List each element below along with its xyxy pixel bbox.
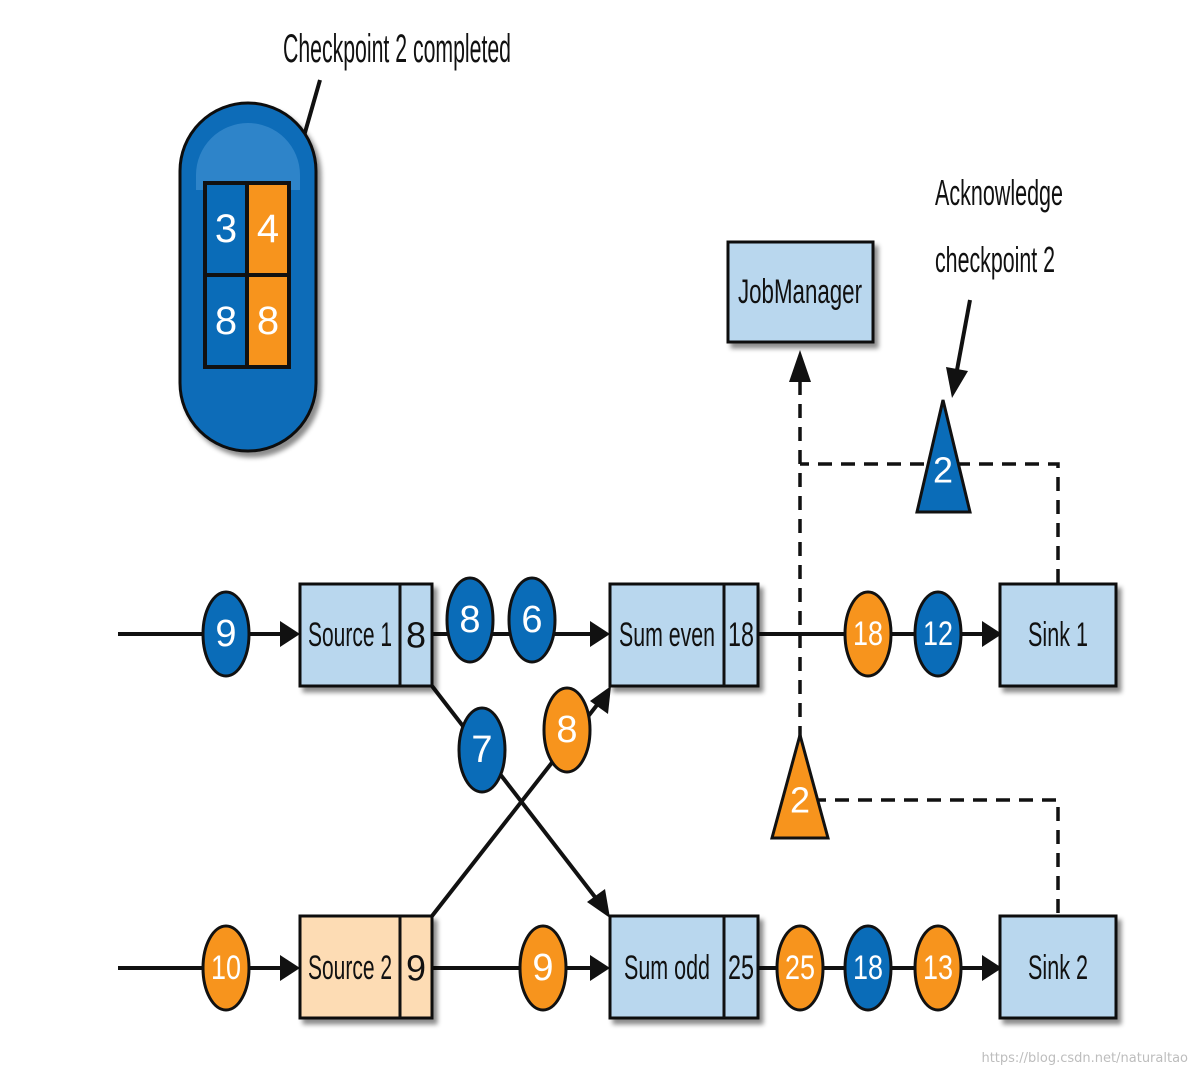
record-odd-a bbox=[775, 924, 825, 1012]
watermark-text: https://blog.csdn.net/naturaltao bbox=[981, 1051, 1188, 1066]
state-cell-3 bbox=[245, 273, 291, 369]
record-s1-b-value: 6 bbox=[521, 599, 542, 641]
source1-box bbox=[298, 582, 434, 688]
record-odd-c-value: 13 bbox=[923, 949, 953, 987]
sum-even-label: Sum even bbox=[619, 616, 715, 654]
state-cell-1-value: 4 bbox=[257, 207, 279, 251]
state-store-grid: 3 4 8 8 bbox=[203, 181, 291, 369]
record-in1 bbox=[201, 590, 251, 678]
source2-state: 9 bbox=[406, 948, 426, 989]
record-s1-a-value: 8 bbox=[459, 599, 480, 641]
sink1-label: Sink 1 bbox=[1028, 616, 1088, 654]
sink1-box bbox=[998, 582, 1118, 688]
checkpoint-completed-label: Checkpoint 2 completed bbox=[283, 27, 511, 71]
record-cross-orange bbox=[542, 686, 592, 774]
record-cross-blue-value: 7 bbox=[471, 729, 492, 771]
sum-odd-label: Sum odd bbox=[624, 949, 710, 987]
record-s1-a bbox=[445, 576, 495, 664]
source1-state: 8 bbox=[406, 615, 426, 656]
record-even-b-value: 12 bbox=[923, 615, 953, 653]
record-odd-b bbox=[843, 924, 893, 1012]
source1-label: Source 1 bbox=[308, 616, 392, 654]
barrier-ack-sink1-value: 2 bbox=[933, 450, 953, 491]
job-manager-label: JobManager bbox=[738, 273, 862, 311]
acknowledge-label-line2: checkpoint 2 bbox=[935, 239, 1055, 280]
record-odd-b-value: 18 bbox=[853, 949, 883, 987]
ack-arrowhead-jobmanager bbox=[789, 350, 811, 382]
state-store-highlight bbox=[196, 123, 300, 190]
record-in1-value: 9 bbox=[215, 613, 236, 655]
state-cell-2-value: 8 bbox=[215, 299, 237, 343]
acknowledge-arrowhead bbox=[946, 367, 968, 398]
barrier-ack-sink2 bbox=[770, 729, 830, 840]
ack-dashed-lines bbox=[798, 380, 1060, 913]
stream-lines bbox=[118, 632, 985, 970]
ack-line-sink1 bbox=[800, 462, 1060, 583]
sum-odd-box bbox=[608, 914, 760, 1020]
job-manager-box bbox=[726, 240, 875, 344]
sum-even-state: 18 bbox=[728, 616, 754, 654]
sum-even-box bbox=[608, 582, 760, 688]
ack-line-sink2 bbox=[800, 798, 1060, 913]
stream-source1-sumodd bbox=[430, 684, 597, 899]
record-values: 9 8 6 18 12 7 8 10 9 25 18 13 bbox=[211, 599, 953, 989]
record-even-a-value: 18 bbox=[853, 615, 883, 653]
record-even-b bbox=[913, 590, 963, 678]
sink2-label: Sink 2 bbox=[1028, 949, 1088, 987]
record-in2 bbox=[201, 924, 251, 1012]
acknowledge-pointer bbox=[955, 299, 972, 371]
record-odd-a-value: 25 bbox=[785, 949, 815, 987]
record-cross-orange-value: 8 bbox=[556, 709, 577, 751]
records bbox=[201, 576, 963, 1012]
source2-box bbox=[298, 914, 434, 1020]
source2-label: Source 2 bbox=[308, 949, 392, 987]
record-odd-c bbox=[913, 924, 963, 1012]
record-s1-b bbox=[507, 576, 557, 664]
record-cross-blue bbox=[457, 706, 507, 794]
stream-arrowheads bbox=[280, 621, 1002, 981]
record-s2-out bbox=[518, 924, 568, 1012]
sum-odd-state: 25 bbox=[728, 949, 754, 987]
barrier-ack-sink2-value: 2 bbox=[790, 780, 810, 821]
sink2-box bbox=[998, 914, 1118, 1020]
state-cell-0-value: 3 bbox=[215, 207, 237, 251]
record-s2-out-value: 9 bbox=[532, 947, 553, 989]
record-even-a bbox=[843, 590, 893, 678]
state-cell-3-value: 8 bbox=[257, 299, 279, 343]
barrier-ack-sink1 bbox=[915, 399, 972, 514]
acknowledge-label-line1: Acknowledge bbox=[935, 172, 1063, 213]
state-cell-1 bbox=[245, 181, 291, 277]
record-in2-value: 10 bbox=[211, 949, 241, 987]
